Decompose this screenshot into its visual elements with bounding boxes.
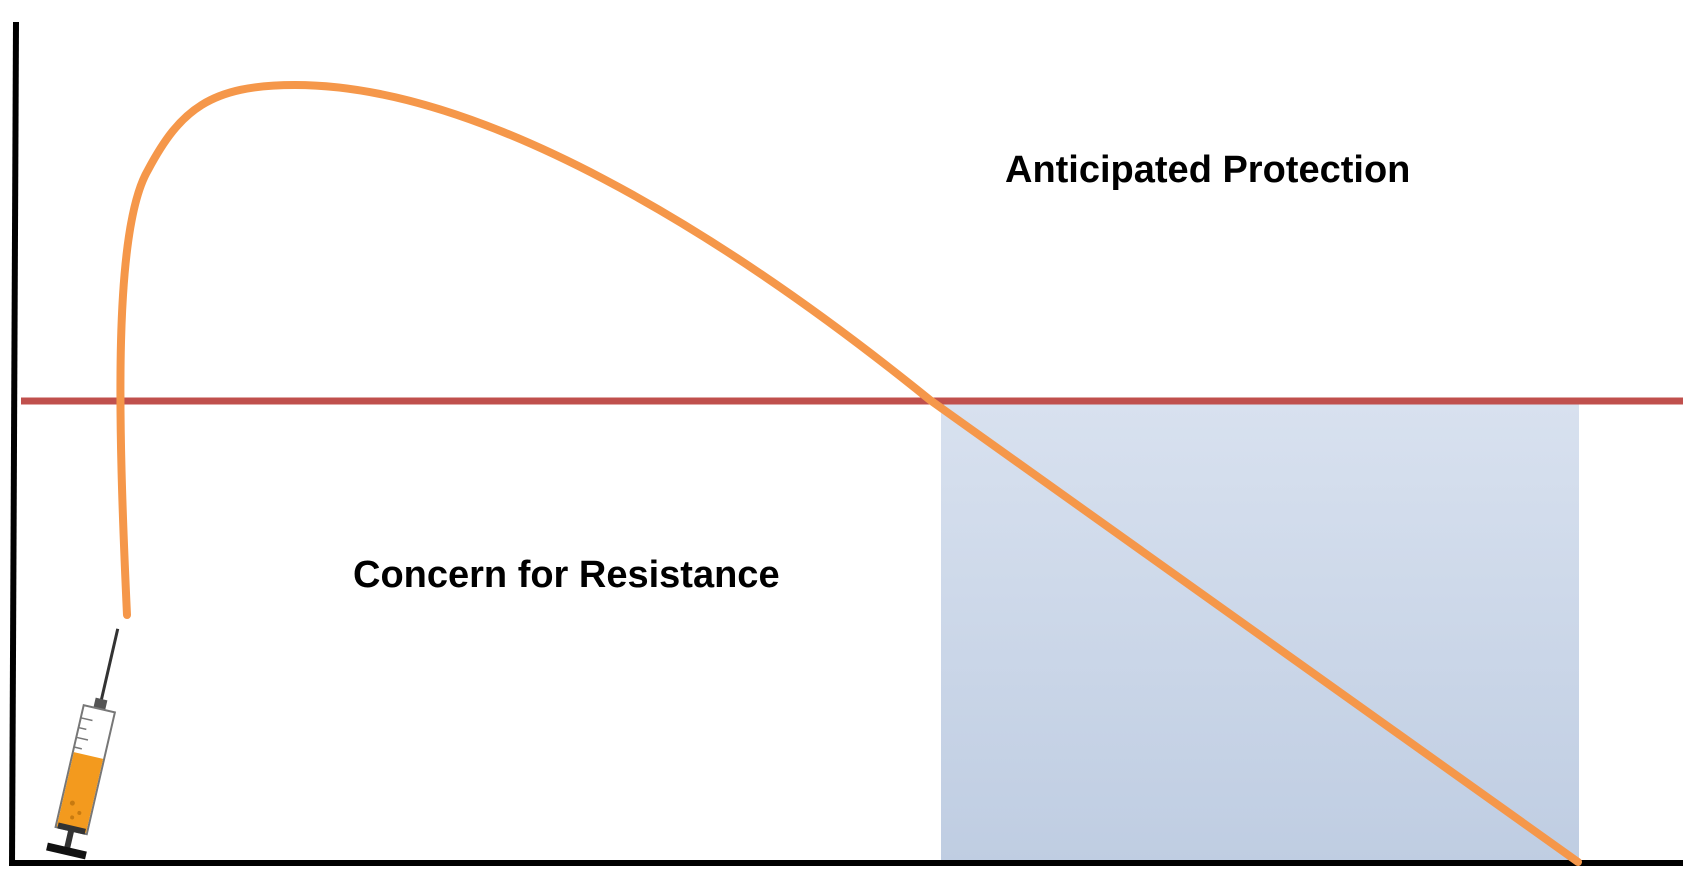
anticipated-protection-label: Anticipated Protection [1005, 149, 1411, 191]
syringe-icon [46, 628, 120, 860]
slide-title: Resistance? [0, 0, 1683, 14]
concern-for-resistance-label: Concern for Resistance [353, 554, 780, 596]
antibody-level-curve [116, 81, 1582, 866]
y-axis [9, 21, 19, 867]
